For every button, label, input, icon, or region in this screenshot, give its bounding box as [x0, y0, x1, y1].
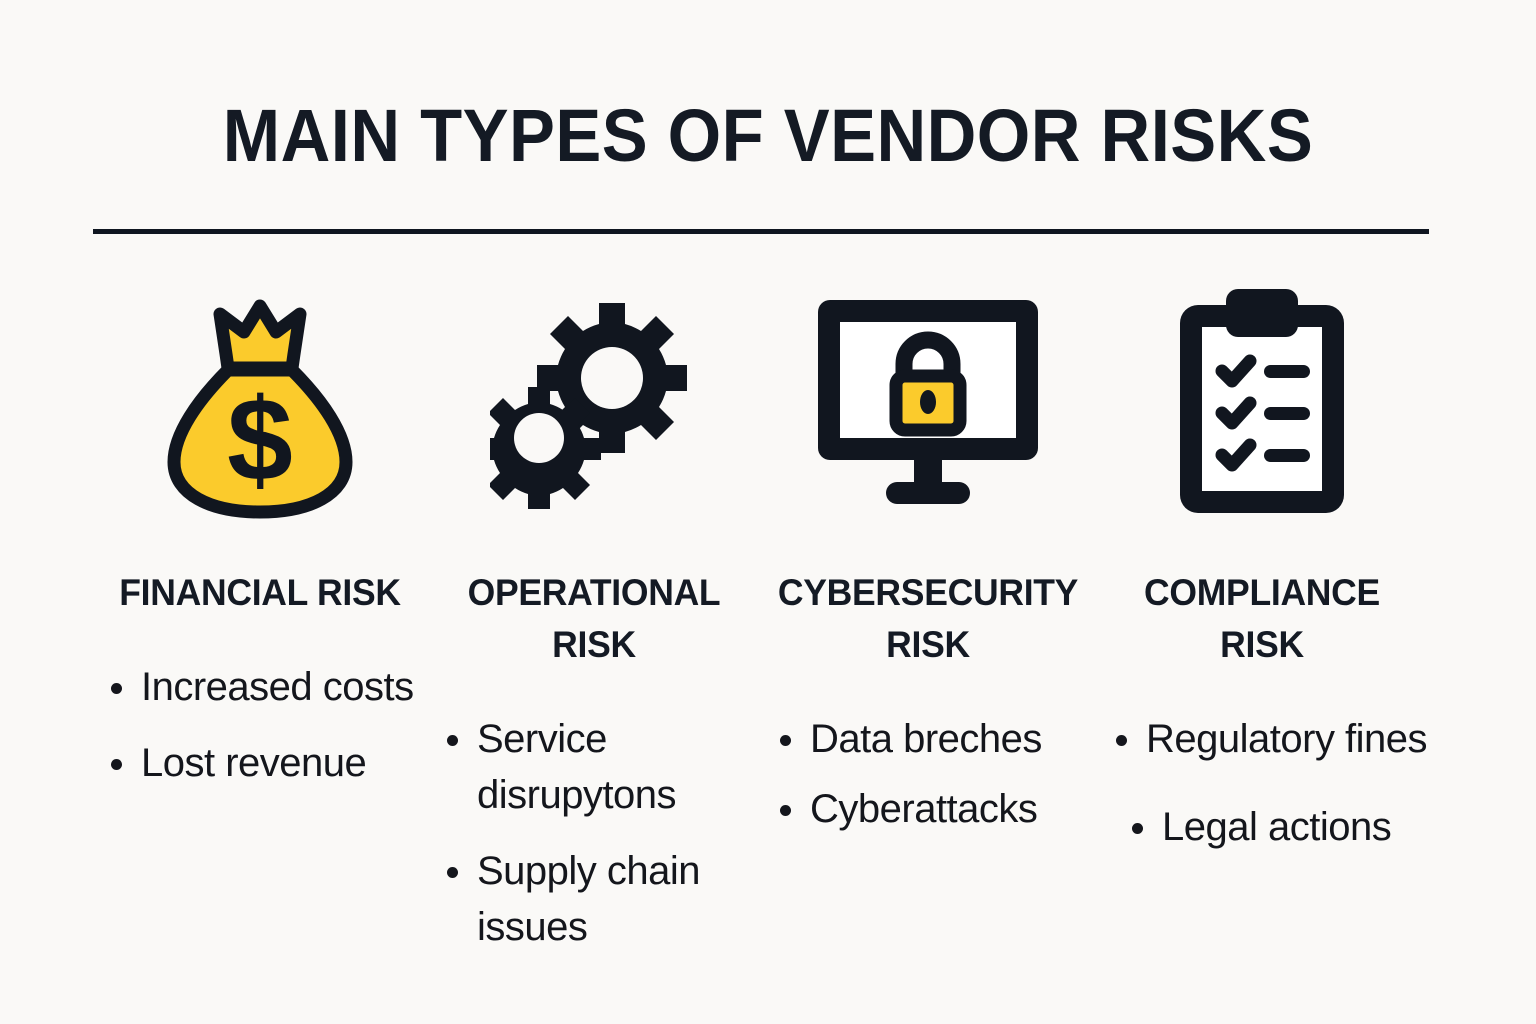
column-heading-operational: OPERATIONAL RISK [467, 572, 721, 665]
gears-icon [490, 282, 698, 522]
list-item: Regulatory fines [1104, 711, 1438, 767]
list-item: Service disrupytons [435, 711, 769, 823]
list-item: Cyberattacks [768, 781, 1102, 837]
risk-column-operational: OPERATIONAL RISK Service disrupytons Sup… [427, 282, 761, 1015]
risk-column-financial: $ FINANCIAL RISK Increased costs Lost re… [93, 282, 427, 851]
bullet-list-operational: Service disrupytons Supply chain issues [435, 711, 769, 975]
list-item: Legal actions [1104, 799, 1438, 855]
risk-column-compliance: COMPLIANCE RISK Regulatory fines Legal a… [1095, 282, 1429, 915]
bullet-list-compliance: Regulatory fines Legal actions [1104, 711, 1438, 875]
risk-columns: $ FINANCIAL RISK Increased costs Lost re… [93, 282, 1429, 1015]
column-heading-cybersecurity: CYBERSECURITY RISK [777, 572, 1079, 665]
column-heading-compliance: COMPLIANCE RISK [1144, 572, 1380, 665]
list-item: Increased costs [99, 659, 433, 715]
clipboard-checklist-icon [1174, 282, 1350, 522]
list-item: Supply chain issues [435, 843, 769, 955]
monitor-lock-icon [814, 282, 1042, 522]
column-heading-financial: FINANCIAL RISK [119, 572, 401, 613]
money-bag-icon: $ [164, 282, 356, 522]
bullet-list-cybersecurity: Data breches Cyberattacks [768, 711, 1102, 851]
page-title: MAIN TYPES OF VENDOR RISKS [222, 94, 1314, 177]
risk-column-cybersecurity: CYBERSECURITY RISK Data breches Cyberatt… [761, 282, 1095, 891]
list-item: Data breches [768, 711, 1102, 767]
bullet-list-financial: Increased costs Lost revenue [99, 659, 433, 811]
title-divider [93, 229, 1429, 234]
svg-text:$: $ [227, 374, 293, 506]
list-item: Lost revenue [99, 735, 433, 791]
